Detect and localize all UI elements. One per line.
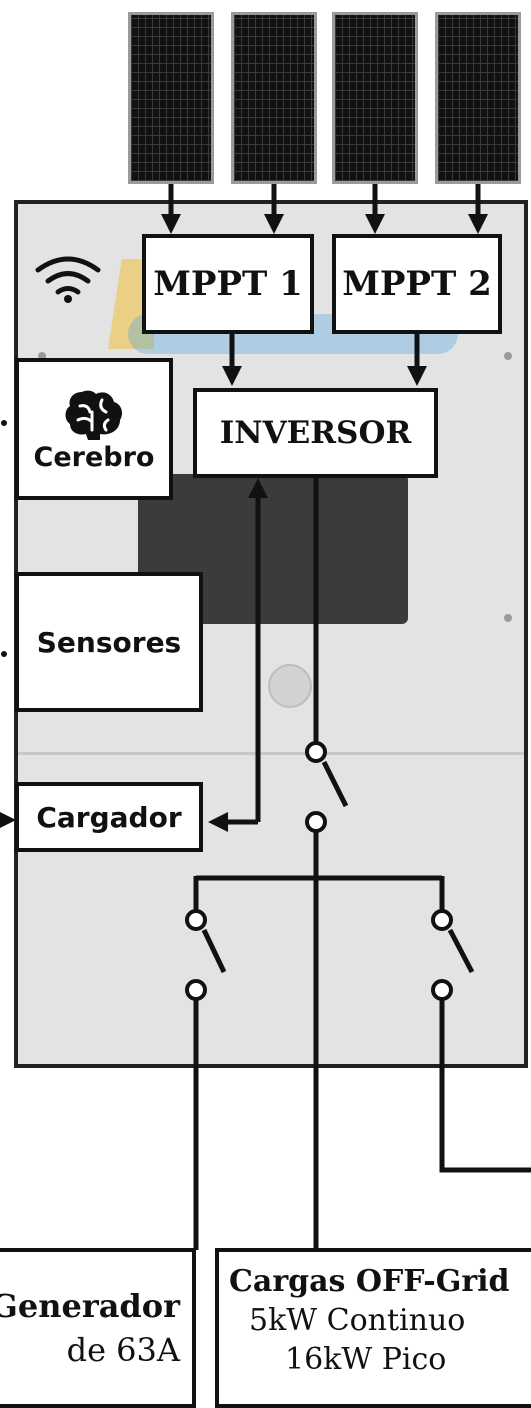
generador-box: Generador de 63A [0,1248,196,1408]
solar-panel-icon [128,12,214,184]
mppt2-box: MPPT 2 [332,234,502,334]
switch-blade [321,760,349,808]
screw [504,352,512,360]
inversor-label: INVERSOR [219,415,412,451]
cargador-label: Cargador [36,800,182,834]
cerebro-label: Cerebro [33,441,155,473]
switch-blade [201,928,227,974]
connector-dot [1,420,7,426]
wire-to-grid [439,1000,531,1173]
solar-panel-icon [231,12,317,184]
switch-icon [431,909,453,931]
switch-icon [185,979,207,1001]
generador-subtitle: de 63A [66,1331,180,1369]
switch-icon [185,909,207,931]
connector-dot [1,651,7,657]
switch-icon [305,741,327,763]
inverter-knob [268,664,312,708]
switch-icon [305,811,327,833]
solar-panel-icon [435,12,521,184]
brain-icon [65,390,122,440]
cerebro-box: Cerebro [15,358,173,500]
switch-blade [447,928,475,974]
mppt2-label: MPPT 2 [342,264,492,304]
compartment-divider [18,752,524,755]
mppt1-box: MPPT 1 [142,234,314,334]
mppt1-label: MPPT 1 [153,264,303,304]
cargas-title: Cargas OFF-Grid [229,1264,510,1299]
inversor-box: INVERSOR [193,388,438,478]
screw [504,614,512,622]
cargas-continuo: 5kW Continuo [249,1303,466,1338]
cargas-box: Cargas OFF-Grid 5kW Continuo 16kW Pico [215,1248,531,1408]
screw [38,352,46,360]
solar-panel-icon [332,12,418,184]
cargador-box: Cargador [15,782,203,852]
sensores-box: Sensores [15,572,203,712]
wifi-dot [64,295,72,303]
cargas-pico: 16kW Pico [285,1342,447,1377]
generador-title: Generador [0,1287,180,1325]
switch-icon [431,979,453,1001]
sensores-label: Sensores [36,625,182,659]
wifi-icon [35,256,101,295]
